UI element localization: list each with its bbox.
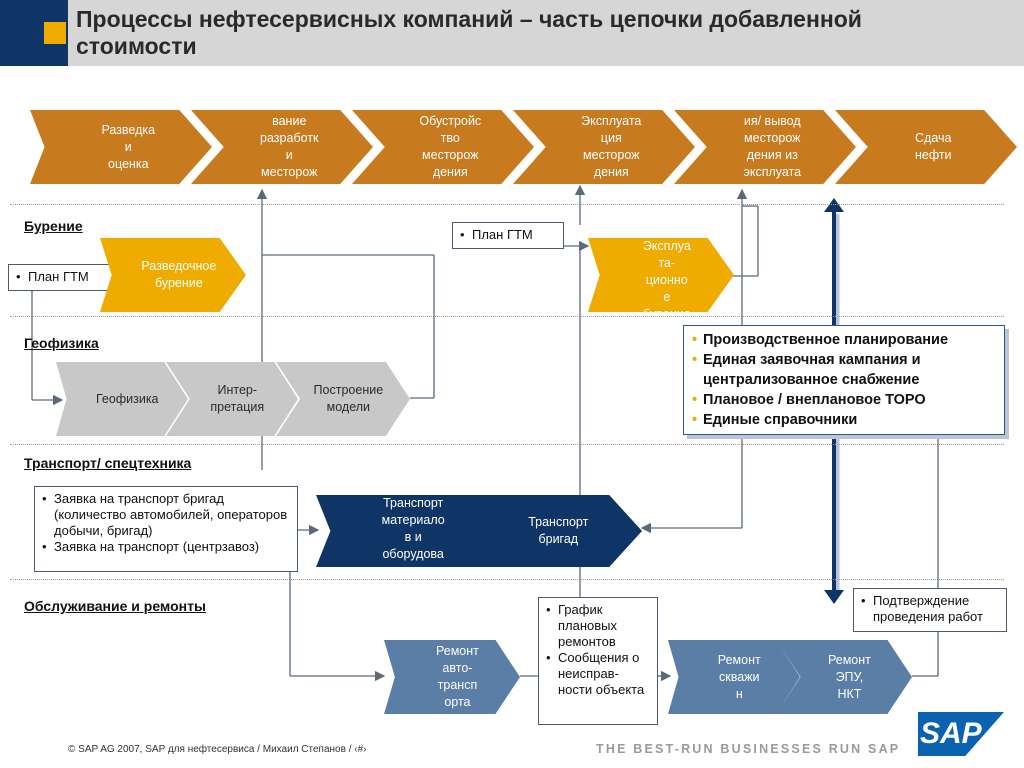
vehicle-repair-step: Ремонт авто- трансп орта (384, 640, 520, 714)
plan-gtm-box-left: План ГТМ (8, 264, 120, 291)
header-accent-square (44, 22, 66, 44)
header-bar: Процессы нефтесервисных компаний – часть… (0, 0, 1024, 66)
crew-transport-step: Транспорт бригад (460, 495, 642, 567)
chain-step-field-operation: Эксплуата ция месторож дения (513, 110, 695, 184)
plan-gtm-box-right: План ГТМ (452, 222, 564, 249)
divider (10, 444, 1004, 445)
transport-request-box: Заявка на транспорт бригад (количество а… (34, 486, 298, 572)
operational-drilling-step: Эксплуа та- ционно е бурение (588, 238, 734, 312)
chain-step-oil-delivery: Сдача нефти (835, 110, 1017, 184)
chain-step-exploration: Разведка и оценка (30, 110, 212, 184)
materials-transport-step: Транспорт материало в и оборудова ния (316, 495, 496, 567)
work-confirmation-box: Подтверждение проведения работ (853, 588, 1007, 632)
footer-tagline: THE BEST-RUN BUSINESSES RUN SAP (596, 742, 901, 756)
well-repair-step: Ремонт скважи н (668, 640, 800, 714)
chain-step-field-decommissioning: ия/ вывод месторож дения из эксплуата (674, 110, 856, 184)
divider (10, 316, 1004, 317)
section-label-transport: Транспорт/ спецтехника (24, 455, 192, 471)
exploration-drilling-step: Разведочное бурение (100, 238, 246, 312)
section-label-drilling: Бурение (24, 218, 83, 234)
repair-schedule-box: График плановых ремонтов Сообщения о неи… (538, 597, 658, 725)
summary-box: Производственное планирование Единая зая… (683, 325, 1005, 435)
divider (10, 204, 1004, 205)
section-label-maintenance: Обслуживание и ремонты (24, 598, 206, 614)
page-title: Процессы нефтесервисных компаний – часть… (76, 6, 862, 59)
chain-step-field-development-planning: вание разработк и месторож (191, 110, 373, 184)
chain-step-field-construction: Обустройс тво месторож дения (352, 110, 534, 184)
sap-logo: SAP (918, 712, 1004, 756)
footer-copyright: © SAP AG 2007, SAP для нефтесервиса / Ми… (68, 744, 367, 755)
section-label-geophysics: Геофизика (24, 335, 99, 351)
geophysics-step: Геофизика (56, 362, 188, 436)
divider (10, 579, 1004, 580)
